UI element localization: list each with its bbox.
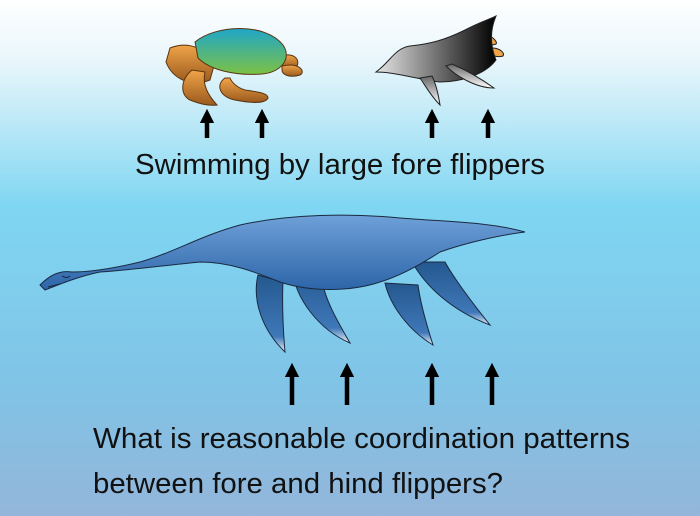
sea-turtle-illustration [165, 28, 303, 106]
question-line-2: between fore and hind flippers? [93, 468, 503, 500]
top-caption: Swimming by large fore flippers [135, 149, 545, 181]
question-line-1: What is reasonable coordination patterns [93, 423, 630, 455]
top-arrows [199, 108, 496, 138]
bottom-arrows [284, 362, 500, 405]
penguin-illustration [374, 14, 504, 107]
plesiosaur-illustration [39, 214, 526, 354]
